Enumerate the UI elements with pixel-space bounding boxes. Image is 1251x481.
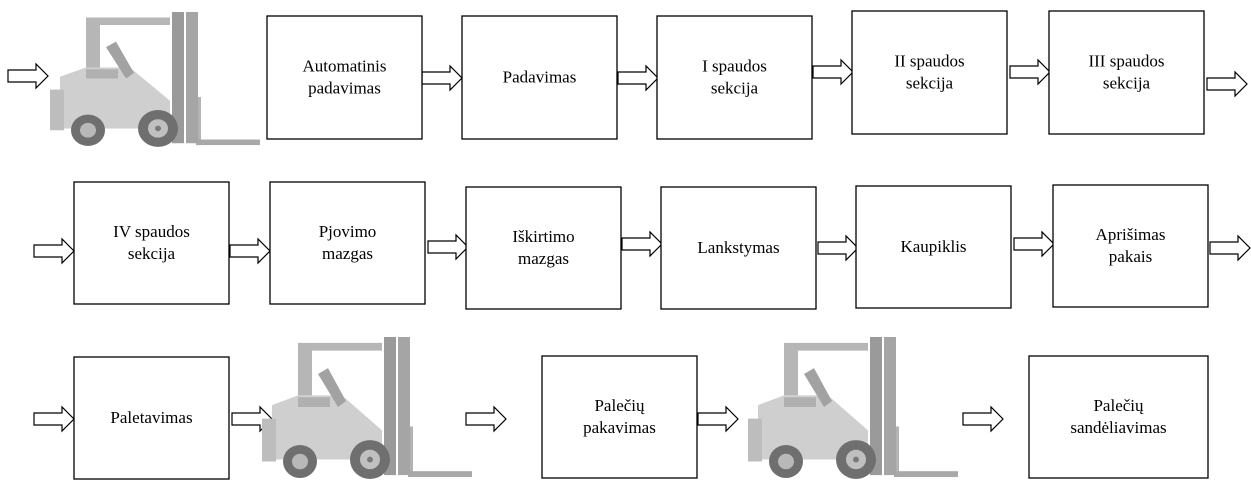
process-step-label: Lankstymas <box>697 238 779 257</box>
process-step-label: Iškirtimo <box>512 227 574 246</box>
process-step-box: Aprišimas pakais <box>1052 184 1209 308</box>
process-step-label: II spaudos <box>894 52 964 71</box>
process-step-box: I spaudos sekcija <box>656 15 813 140</box>
process-step-box: III spaudos sekcija <box>1048 10 1205 135</box>
process-step-label: sekcija <box>906 74 954 93</box>
process-step-label: mazgas <box>518 249 569 268</box>
process-step-label: sekcija <box>711 79 759 98</box>
forklift-icon <box>262 337 472 479</box>
flow-arrow-icon <box>421 64 463 92</box>
flow-arrow-icon <box>33 405 75 433</box>
process-step-label: Palečių <box>594 396 645 415</box>
process-step-box: II spaudos sekcija <box>851 10 1008 135</box>
process-step-label: Automatinis <box>302 57 386 76</box>
flow-arrow-icon <box>617 64 659 92</box>
process-step-label: padavimas <box>308 79 381 98</box>
process-step-label: Kaupiklis <box>900 237 966 256</box>
flow-arrow-icon <box>33 237 75 265</box>
process-step-label: Paletavimas <box>110 408 192 427</box>
flow-arrow-icon <box>621 230 663 258</box>
process-step-label: IV spaudos <box>113 222 190 241</box>
process-step-box: Iškirtimo mazgas <box>465 186 622 310</box>
process-step-label: mazgas <box>322 244 373 263</box>
forklift-icon <box>748 337 958 479</box>
flow-arrow-icon <box>7 62 49 90</box>
process-step-label: pakais <box>1109 247 1152 266</box>
process-step-box: Pjovimo mazgas <box>269 181 426 305</box>
flow-arrow-icon <box>697 405 739 433</box>
process-step-label: I spaudos <box>702 57 767 76</box>
process-step-box: Kaupiklis <box>855 185 1012 309</box>
process-step-label: pakavimas <box>583 418 656 437</box>
process-step-label: sandėliavimas <box>1070 418 1166 437</box>
process-step-label: III spaudos <box>1088 52 1164 71</box>
process-step-box: Palečių sandėliavimas <box>1028 355 1209 479</box>
process-step-box: Padavimas <box>461 15 618 140</box>
process-step-label: Aprišimas <box>1096 225 1166 244</box>
flow-arrow-icon <box>1009 58 1051 86</box>
forklift-icon <box>50 12 260 147</box>
flow-arrow-icon <box>1013 230 1055 258</box>
flow-arrow-icon <box>1209 234 1251 262</box>
flow-arrow-icon <box>465 405 507 433</box>
flow-arrow-icon <box>812 58 854 86</box>
process-step-box: Palečių pakavimas <box>541 355 698 479</box>
flow-arrow-icon <box>229 237 271 265</box>
flow-arrow-icon <box>427 233 469 261</box>
process-step-label: Palečių <box>1093 396 1144 415</box>
process-step-box: IV spaudos sekcija <box>73 181 230 305</box>
process-step-label: sekcija <box>128 244 176 263</box>
process-step-box: Paletavimas <box>73 356 230 480</box>
process-step-box: Lankstymas <box>660 186 817 310</box>
flow-arrow-icon <box>962 405 1004 433</box>
process-step-label: sekcija <box>1103 74 1151 93</box>
flow-arrow-icon <box>817 234 859 262</box>
flow-arrow-icon <box>1206 70 1248 98</box>
process-step-box: Automatinis padavimas <box>266 15 423 140</box>
process-step-label: Pjovimo <box>319 222 377 241</box>
process-step-label: Padavimas <box>503 68 577 87</box>
